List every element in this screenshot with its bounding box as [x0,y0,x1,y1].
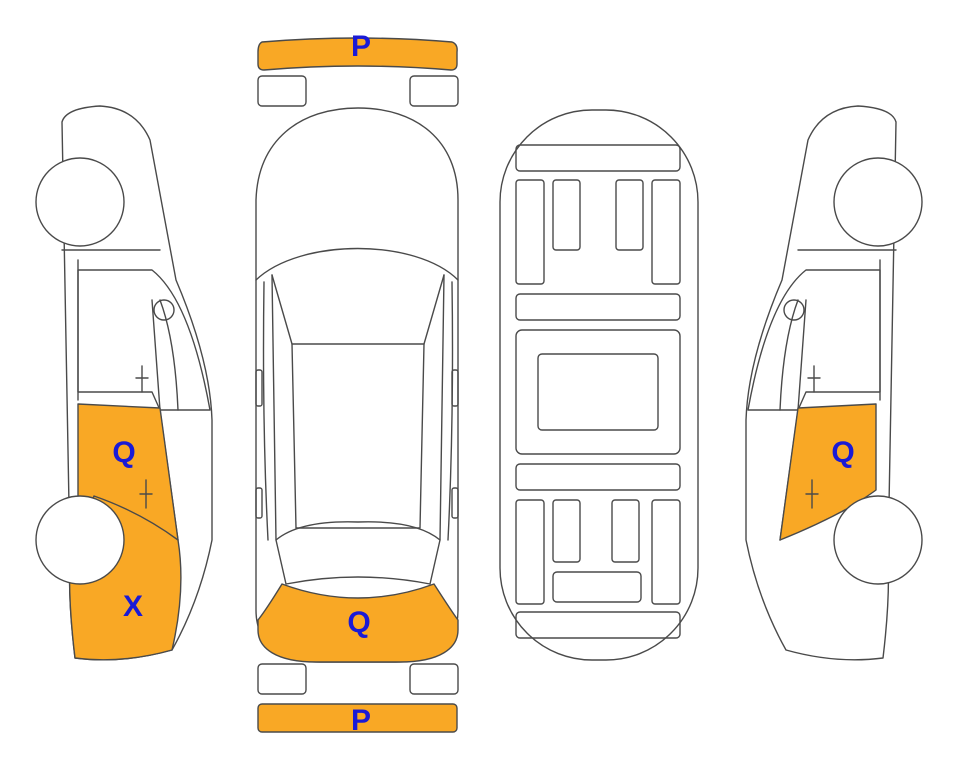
right-front-door-label: Q [831,436,854,469]
underbody-panel [651,179,681,285]
top-view-windshield-line [255,247,459,281]
underbody-panel [552,499,581,563]
underbody-mid-frame [515,329,681,455]
underbody-panel [651,499,681,605]
front-bumper-label: P [351,30,371,63]
top-view-left-handle [255,487,263,519]
left-side-rear-handle [135,365,149,393]
front-left-light[interactable] [257,75,307,107]
top-view-right-mirror [451,369,459,407]
underbody-panel [515,499,545,605]
right-side-body [745,105,897,661]
right-front-handle [805,479,819,509]
underbody-rear-box [552,571,642,603]
left-front-handle [139,479,153,509]
left-front-door-label: Q [112,436,135,469]
top-view-left-mirror [255,369,263,407]
right-side-mirror [783,299,805,321]
left-side-front-wheel [35,495,125,585]
rear-bumper-label: P [351,704,371,737]
underbody-panel [615,179,644,251]
hood[interactable] [257,583,459,663]
right-side-window [747,269,881,411]
top-view-right-handle [451,487,459,519]
underbody-crossbar [515,293,681,321]
top-view-cabin [291,343,425,529]
rear-bumper[interactable] [257,703,458,733]
underbody-panel [515,179,545,285]
underbody-panel [611,499,640,563]
top-view-rear-window [275,521,441,585]
right-side-rear-handle [807,365,821,393]
right-side-roof-line [779,249,897,411]
rear-left-light[interactable] [257,663,307,695]
hood-label: Q [347,606,370,639]
underbody-crossbar [515,463,681,491]
underbody-center-tank [537,353,659,431]
left-front-fender-label: X [123,590,143,623]
right-side-rear-wheel [833,157,923,247]
left-side-mirror [153,299,175,321]
right-side-front-wheel [833,495,923,585]
left-side-window [77,269,211,411]
underbody-panel [552,179,581,251]
top-view-right-pillar [439,274,454,541]
front-right-light[interactable] [409,75,459,107]
front-bumper[interactable] [257,37,458,71]
top-view-roof [271,274,445,345]
top-view-left-pillar [262,274,277,541]
underbody-outline [499,109,699,661]
underbody-front-bar [515,144,681,172]
underbody-rear-bar [515,611,681,639]
rear-right-light[interactable] [409,663,459,695]
top-view-body [255,107,459,663]
left-side-roof-line [61,249,179,411]
left-side-rear-wheel [35,157,125,247]
